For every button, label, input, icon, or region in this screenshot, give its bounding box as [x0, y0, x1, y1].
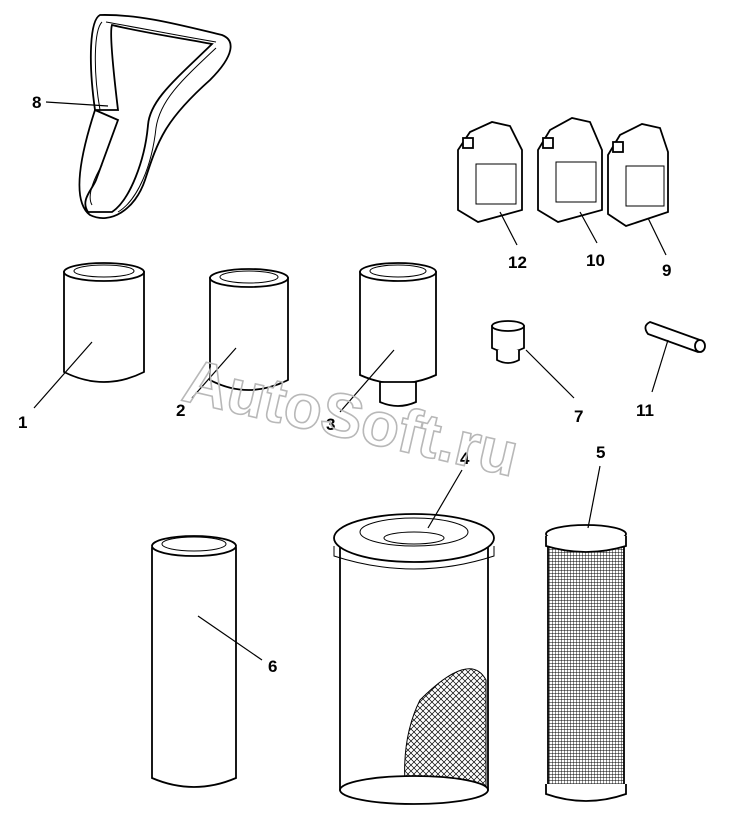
- leader-line-4: [427, 469, 463, 529]
- callout-6: 6: [268, 657, 277, 676]
- callout-5: 5: [596, 443, 605, 462]
- leader-line-3: [339, 349, 395, 413]
- callout-10: 10: [586, 251, 605, 270]
- leader-line-6: [197, 615, 263, 661]
- callout-3: 3: [326, 415, 335, 434]
- filter-2: [209, 268, 289, 391]
- callout-12: 12: [508, 253, 527, 272]
- drive-belt: [78, 14, 232, 219]
- leader-line-12: [499, 211, 518, 246]
- callout-9: 9: [662, 261, 671, 280]
- oil-canister-10: [537, 117, 603, 223]
- callout-2: 2: [176, 401, 185, 420]
- leader-line-9: [647, 217, 667, 256]
- element-11: [644, 321, 706, 353]
- air-filter-5: [545, 524, 627, 802]
- callout-8: 8: [32, 93, 41, 112]
- filter-3: [359, 262, 437, 407]
- oil-canister-9: [607, 123, 669, 227]
- callout-4: 4: [460, 449, 470, 468]
- watermark: AutoSoft.ru: [177, 346, 525, 490]
- leader-line-10: [579, 211, 598, 244]
- leader-line-5: [587, 465, 601, 529]
- leader-line-2: [191, 347, 237, 399]
- filter-6: [151, 535, 237, 788]
- cap-7: [491, 320, 525, 364]
- leader-line-8: [45, 101, 109, 107]
- air-filter-4: [333, 513, 495, 805]
- callout-1: 1: [18, 413, 27, 432]
- callout-7: 7: [574, 407, 583, 426]
- oil-canister-12: [457, 121, 523, 223]
- leader-line-11: [651, 339, 669, 393]
- leader-line-7: [525, 349, 575, 399]
- filter-1: [63, 262, 145, 383]
- callout-11: 11: [636, 401, 654, 420]
- leader-line-1: [33, 341, 93, 409]
